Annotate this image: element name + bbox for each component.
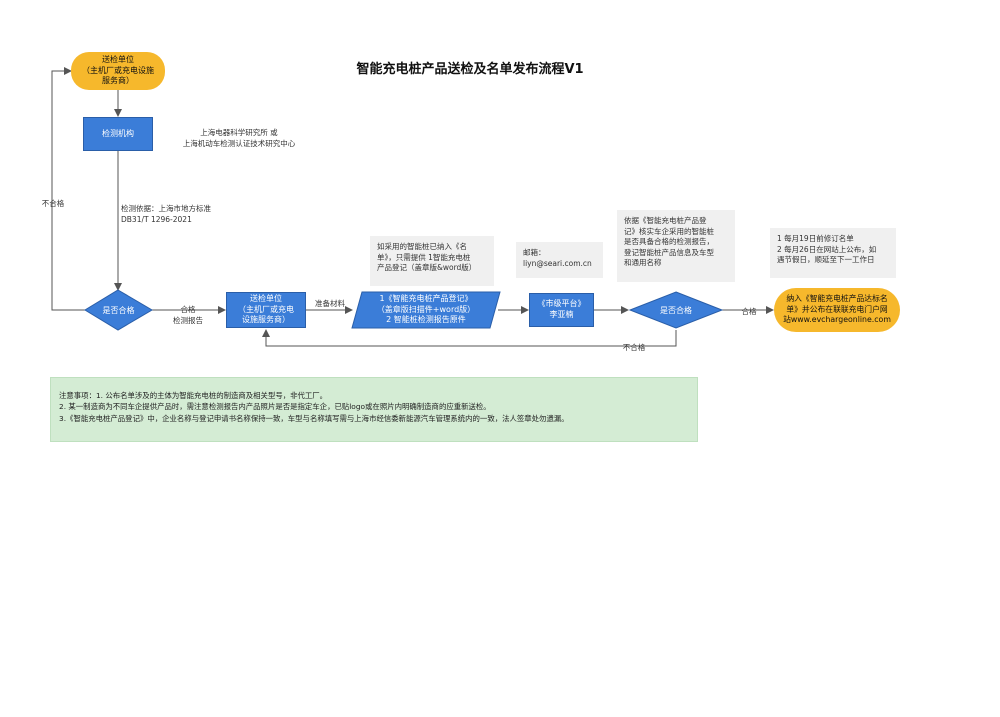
lab-node: 检测机构 <box>83 117 153 151</box>
edge-decision2-fail-loop <box>262 329 677 347</box>
callout-schedule: 1 每月19日前修订名单 2 每月26日在网站上公布，如 遇节假日，顺延至下一工… <box>770 228 896 278</box>
edge-label-pass2: 合格 <box>741 307 757 316</box>
decision2-shape <box>628 291 724 329</box>
page-title: 智能充电桩产品送检及名单发布流程V1 <box>356 62 584 77</box>
edge-label-pass-report: 合格 检测报告 <box>173 305 203 325</box>
edge-decision1-fail-loop <box>51 67 85 311</box>
callout-email: 邮箱： liyn@seari.com.cn <box>516 242 603 278</box>
decision1-label: 是否合格 <box>102 306 135 315</box>
materials-label: 1《智能充电桩产品登记》 （盖章版扫描件+word版） 2 智能桩检测报告原件 <box>376 293 476 325</box>
edge-label-fail-left: 不合格 <box>41 199 65 208</box>
platform-node: 《市级平台》 李亚楠 <box>529 293 594 327</box>
decision1-shape <box>84 289 153 331</box>
lab-note: 上海电器科学研究所 或 上海机动车检测认证技术研究中心 <box>182 128 296 148</box>
basis-note: 检测依据：上海市地方标准 DB31/T 1296-2021 <box>121 204 211 224</box>
note-line-2: 2. 某一制造商为不同车企提供产品时，需注意检测报告内产品照片是否是指定车企，已… <box>59 402 491 412</box>
note-line-1: 注意事项：1. 公布名单涉及的主体为智能充电桩的制造商及相关型号，非代工厂。 <box>59 391 328 400</box>
callout-verify: 依据《智能充电桩产品登 记》核实车企采用的智能桩 是否具备合格的检测报告， 登记… <box>617 210 735 282</box>
note-line-3: 3.《智能充电桩产品登记》中，企业名称与登记申请书名称保持一致，车型与名称填写需… <box>59 413 569 423</box>
decision2-label: 是否合格 <box>660 306 692 315</box>
start-node: 送检单位 （主机厂或充电设施 服务商） <box>71 52 165 90</box>
notes-box: 注意事项：1. 公布名单涉及的主体为智能充电桩的制造商及相关型号，非代工厂。 2… <box>50 377 698 442</box>
edge-label-fail-bottom: 不合格 <box>622 343 646 352</box>
submitter2-node: 送检单位 （主机厂或充电 设施服务商） <box>226 292 306 328</box>
callout-existing-list: 如采用的智能桩已纳入《名 单》，只需提供 1智能充电桩 产品登记（盖章版&wor… <box>370 236 494 286</box>
end-node: 纳入《智能充电桩产品达标名 单》并公布在联联充电门户网 站www.evcharg… <box>774 288 900 332</box>
materials-shape <box>351 291 501 329</box>
edge-label-prep: 准备材料 <box>315 299 345 308</box>
